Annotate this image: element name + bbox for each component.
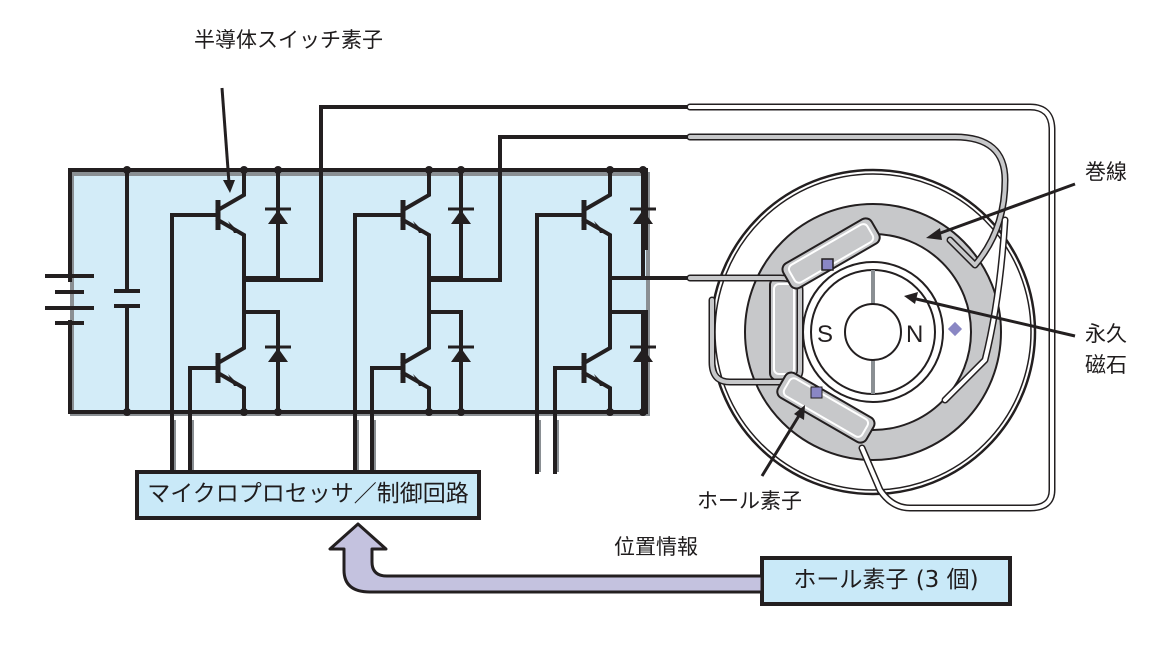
switch-legs: [170, 166, 656, 474]
hall-pointer-arrow: [760, 413, 802, 477]
pole-n-label: N: [906, 321, 923, 348]
capacitor-icon: [114, 166, 140, 416]
hall-element-label: ホール素子: [697, 489, 802, 513]
magnet-label-line1: 永久: [1085, 322, 1127, 346]
controller-box: [135, 470, 481, 520]
switch-leg: [353, 166, 474, 474]
shaft: [844, 303, 902, 361]
pole-s-label: S: [817, 321, 833, 348]
magnet-pointer-arrow: [911, 296, 1076, 338]
switch-leg: [170, 166, 291, 474]
winding-label: 巻線: [1085, 160, 1127, 184]
annotation-arrows: [220, 87, 1076, 477]
position-feedback-arrow: [328, 522, 764, 594]
controller-label: マイクロプロセッサ／制御回路: [147, 481, 469, 507]
gate-lines: [174, 420, 559, 472]
switch-element-label: 半導体スイッチ素子: [194, 28, 383, 52]
motor: S N: [686, 103, 1056, 512]
coil-upper-right: [776, 371, 876, 444]
switch-leg: [535, 166, 656, 474]
position-info-label: 位置情報: [614, 535, 698, 559]
inverter-background: [70, 170, 646, 412]
hall-sensor-marker: [810, 386, 823, 399]
coil-lower-right: [781, 217, 881, 290]
switch-pointer-arrow: [220, 87, 231, 184]
hall-sensor-marker: [947, 321, 963, 337]
winding-pointer-arrow: [934, 182, 1076, 237]
phase-wires: [242, 105, 692, 282]
magnet-label-line2: 磁石: [1085, 353, 1127, 377]
inverter-block: [40, 168, 650, 416]
battery-icon: [45, 274, 94, 325]
hall-sensor-marker: [821, 258, 834, 271]
hall-sensors-label: ホール素子 (3 個): [793, 567, 979, 593]
